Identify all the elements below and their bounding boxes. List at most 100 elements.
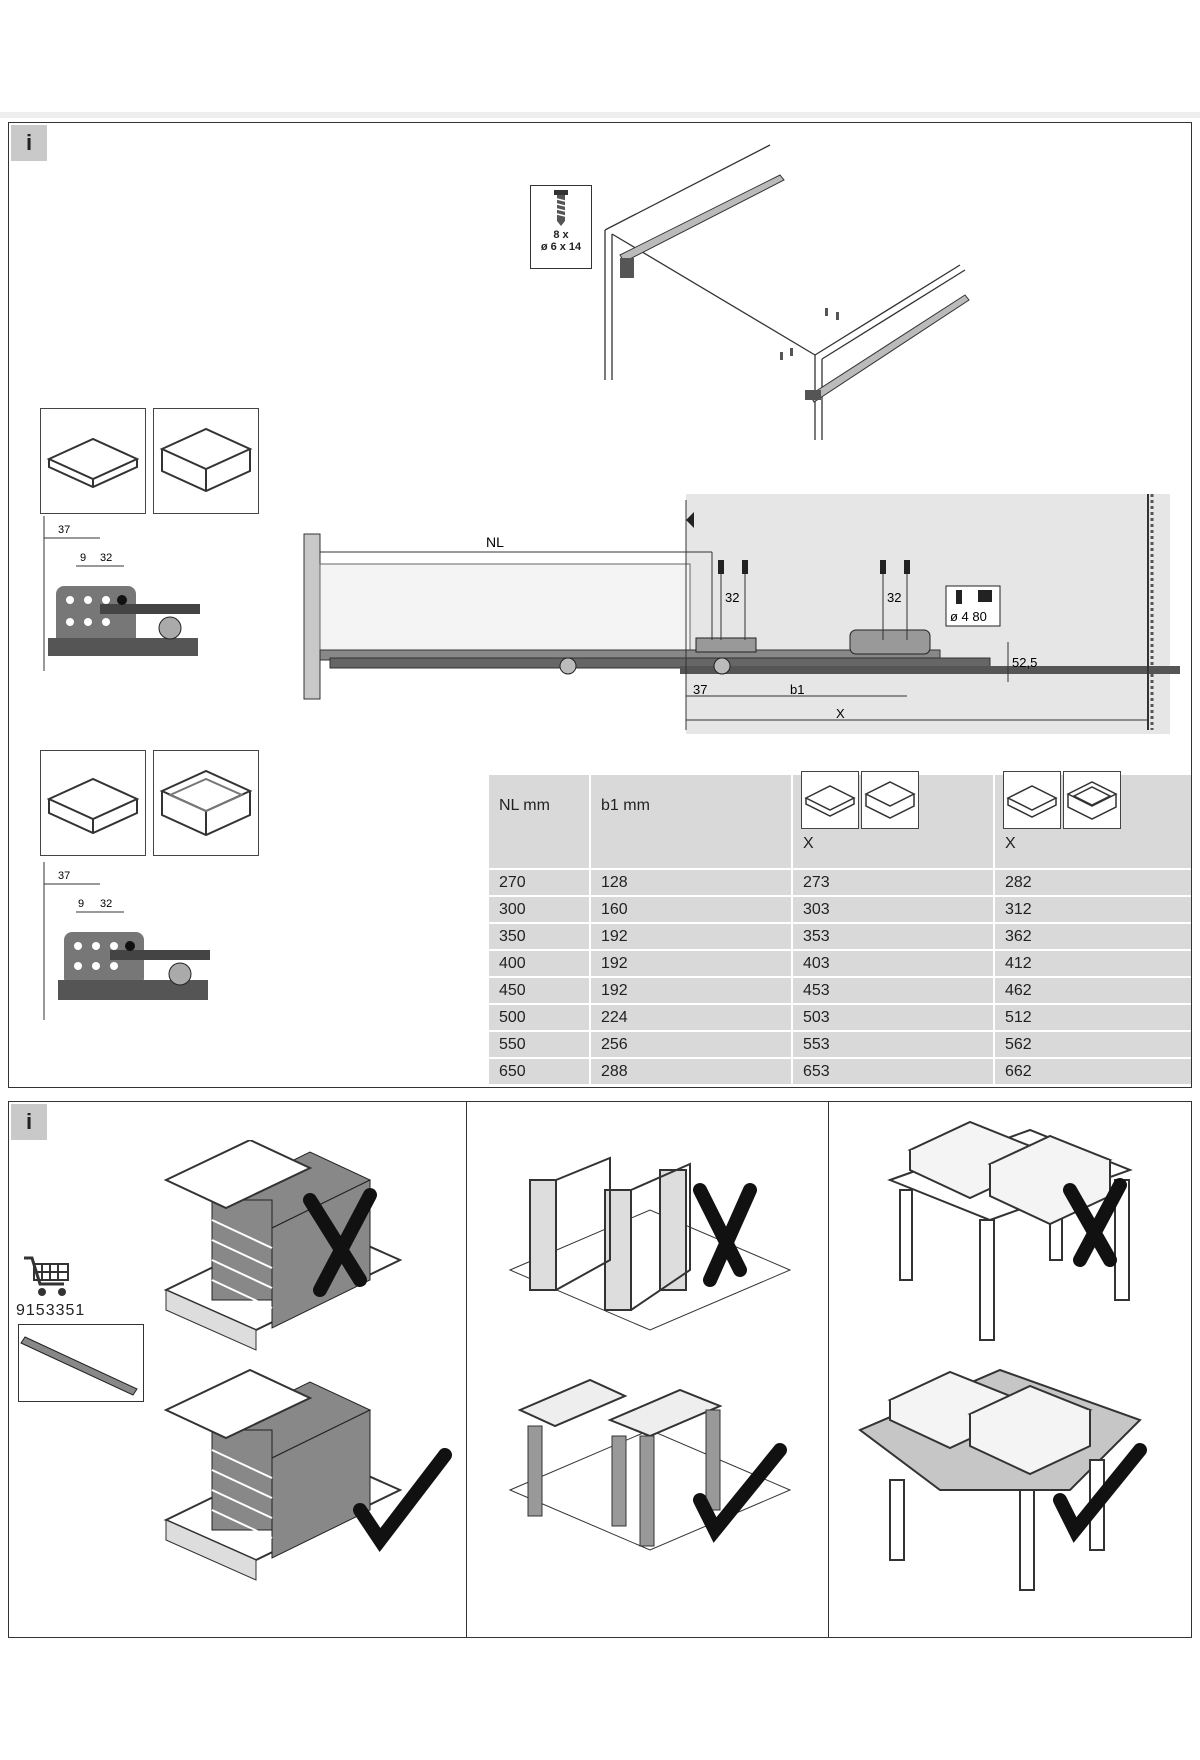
cross-icon (693, 1183, 757, 1287)
table-cell: 350 (489, 922, 591, 950)
load-capacity: ø 4 80 (950, 609, 987, 624)
check-icon (1053, 1443, 1147, 1543)
table-header-row: NL mm b1 mm X X (489, 771, 1191, 869)
table-cell: 662 (994, 1057, 1191, 1084)
dim-32-rear: 32 (887, 590, 901, 605)
detail-bottom-32: 32 (100, 898, 112, 910)
table-cell: 503 (792, 1003, 995, 1031)
drawer-thumb-4 (153, 750, 259, 856)
table-cell: 362 (994, 922, 1191, 950)
table-cell: 553 (792, 1030, 995, 1058)
dim-52-5: 52,5 (1012, 655, 1037, 670)
dim-32-front: 32 (725, 590, 739, 605)
table-thumb-3 (1003, 771, 1061, 829)
table-cell: 288 (590, 1057, 793, 1084)
detail-top-9: 9 (80, 552, 86, 564)
carcass-right (508, 1378, 792, 1551)
info-label: i (25, 1109, 33, 1134)
table-thumb-1 (801, 771, 859, 829)
cross-icon (303, 1188, 377, 1297)
check-icon (693, 1443, 787, 1543)
info-icon: i (11, 125, 47, 161)
table-cell: 400 (489, 949, 591, 977)
cross-icon (1063, 1178, 1127, 1267)
table-cell: 562 (994, 1030, 1191, 1058)
drawer-thumb-3 (40, 750, 146, 856)
table-cell: 273 (792, 868, 995, 896)
table-cell: 353 (792, 922, 995, 950)
table-cell: 453 (792, 976, 995, 1004)
table-cell: 192 (590, 922, 793, 950)
detail-bottom-9: 9 (78, 898, 84, 910)
table-cell: 403 (792, 949, 995, 977)
table-cell: 256 (590, 1030, 793, 1058)
screw-icon (554, 190, 568, 226)
divider-2 (828, 1102, 829, 1637)
table-cell: 312 (994, 895, 1191, 923)
table-cell: 653 (792, 1057, 995, 1084)
dim-x: X (836, 706, 845, 721)
col-x-2: X (994, 771, 1191, 869)
col-x-1: X (792, 771, 995, 869)
dim-nl: NL (486, 534, 504, 550)
dim-b1: b1 (790, 682, 804, 697)
pallet-stack-wrong (163, 1140, 403, 1351)
table-thumb-2 (861, 771, 919, 829)
dim-37: 37 (693, 682, 707, 697)
table-cell: 462 (994, 976, 1191, 1004)
table-cell: 128 (590, 868, 793, 896)
carcass-wrong (508, 1156, 792, 1331)
info-icon: i (11, 1104, 47, 1140)
side-elevation-drawing: NL 32 32 ø 4 80 52,5 37 b1 X (303, 494, 1180, 734)
col-nl: NL mm (489, 775, 591, 869)
table-cell: 650 (489, 1057, 591, 1084)
article-number: 9153351 (16, 1302, 86, 1319)
table-cell: 270 (489, 868, 591, 896)
runner-front-left (620, 258, 634, 278)
cart-icon (24, 1256, 69, 1296)
cabinet-illustration (604, 144, 970, 440)
col-b1: b1 mm (590, 775, 793, 869)
screw-size: ø 6 x 14 (540, 241, 582, 253)
screw-pack-box: 8 x ø 6 x 14 (530, 185, 592, 269)
detail-top-32: 32 (100, 552, 112, 564)
info-label: i (25, 130, 33, 155)
table-right (858, 1368, 1147, 1591)
table-cell: 300 (489, 895, 591, 923)
drawer-thumb-2 (153, 408, 259, 514)
table-cell: 224 (590, 1003, 793, 1031)
runner-detail-bottom: 37 9 32 (43, 862, 210, 1020)
table-cell: 412 (994, 949, 1191, 977)
table-cell: 160 (590, 895, 793, 923)
table-thumb-4 (1063, 771, 1121, 829)
drawer-thumb-1 (40, 408, 146, 514)
top-divider (0, 112, 1200, 118)
check-icon (353, 1448, 452, 1553)
rail-accessory-box (18, 1324, 144, 1402)
table-cell: 450 (489, 976, 591, 1004)
table-cell: 550 (489, 1030, 591, 1058)
detail-top-37: 37 (58, 524, 70, 536)
detail-bottom-37: 37 (58, 870, 70, 882)
table-cell: 282 (994, 868, 1191, 896)
runner-front-right (805, 390, 821, 400)
divider-1 (466, 1102, 467, 1637)
table-cell: 192 (590, 949, 793, 977)
table-cell: 500 (489, 1003, 591, 1031)
runner-detail-top: 37 9 32 (43, 516, 200, 671)
table-wrong (887, 1120, 1133, 1341)
table-cell: 192 (590, 976, 793, 1004)
screw-qty: 8 x (553, 229, 569, 241)
pallet-stack-right (163, 1368, 452, 1581)
table-cell: 303 (792, 895, 995, 923)
